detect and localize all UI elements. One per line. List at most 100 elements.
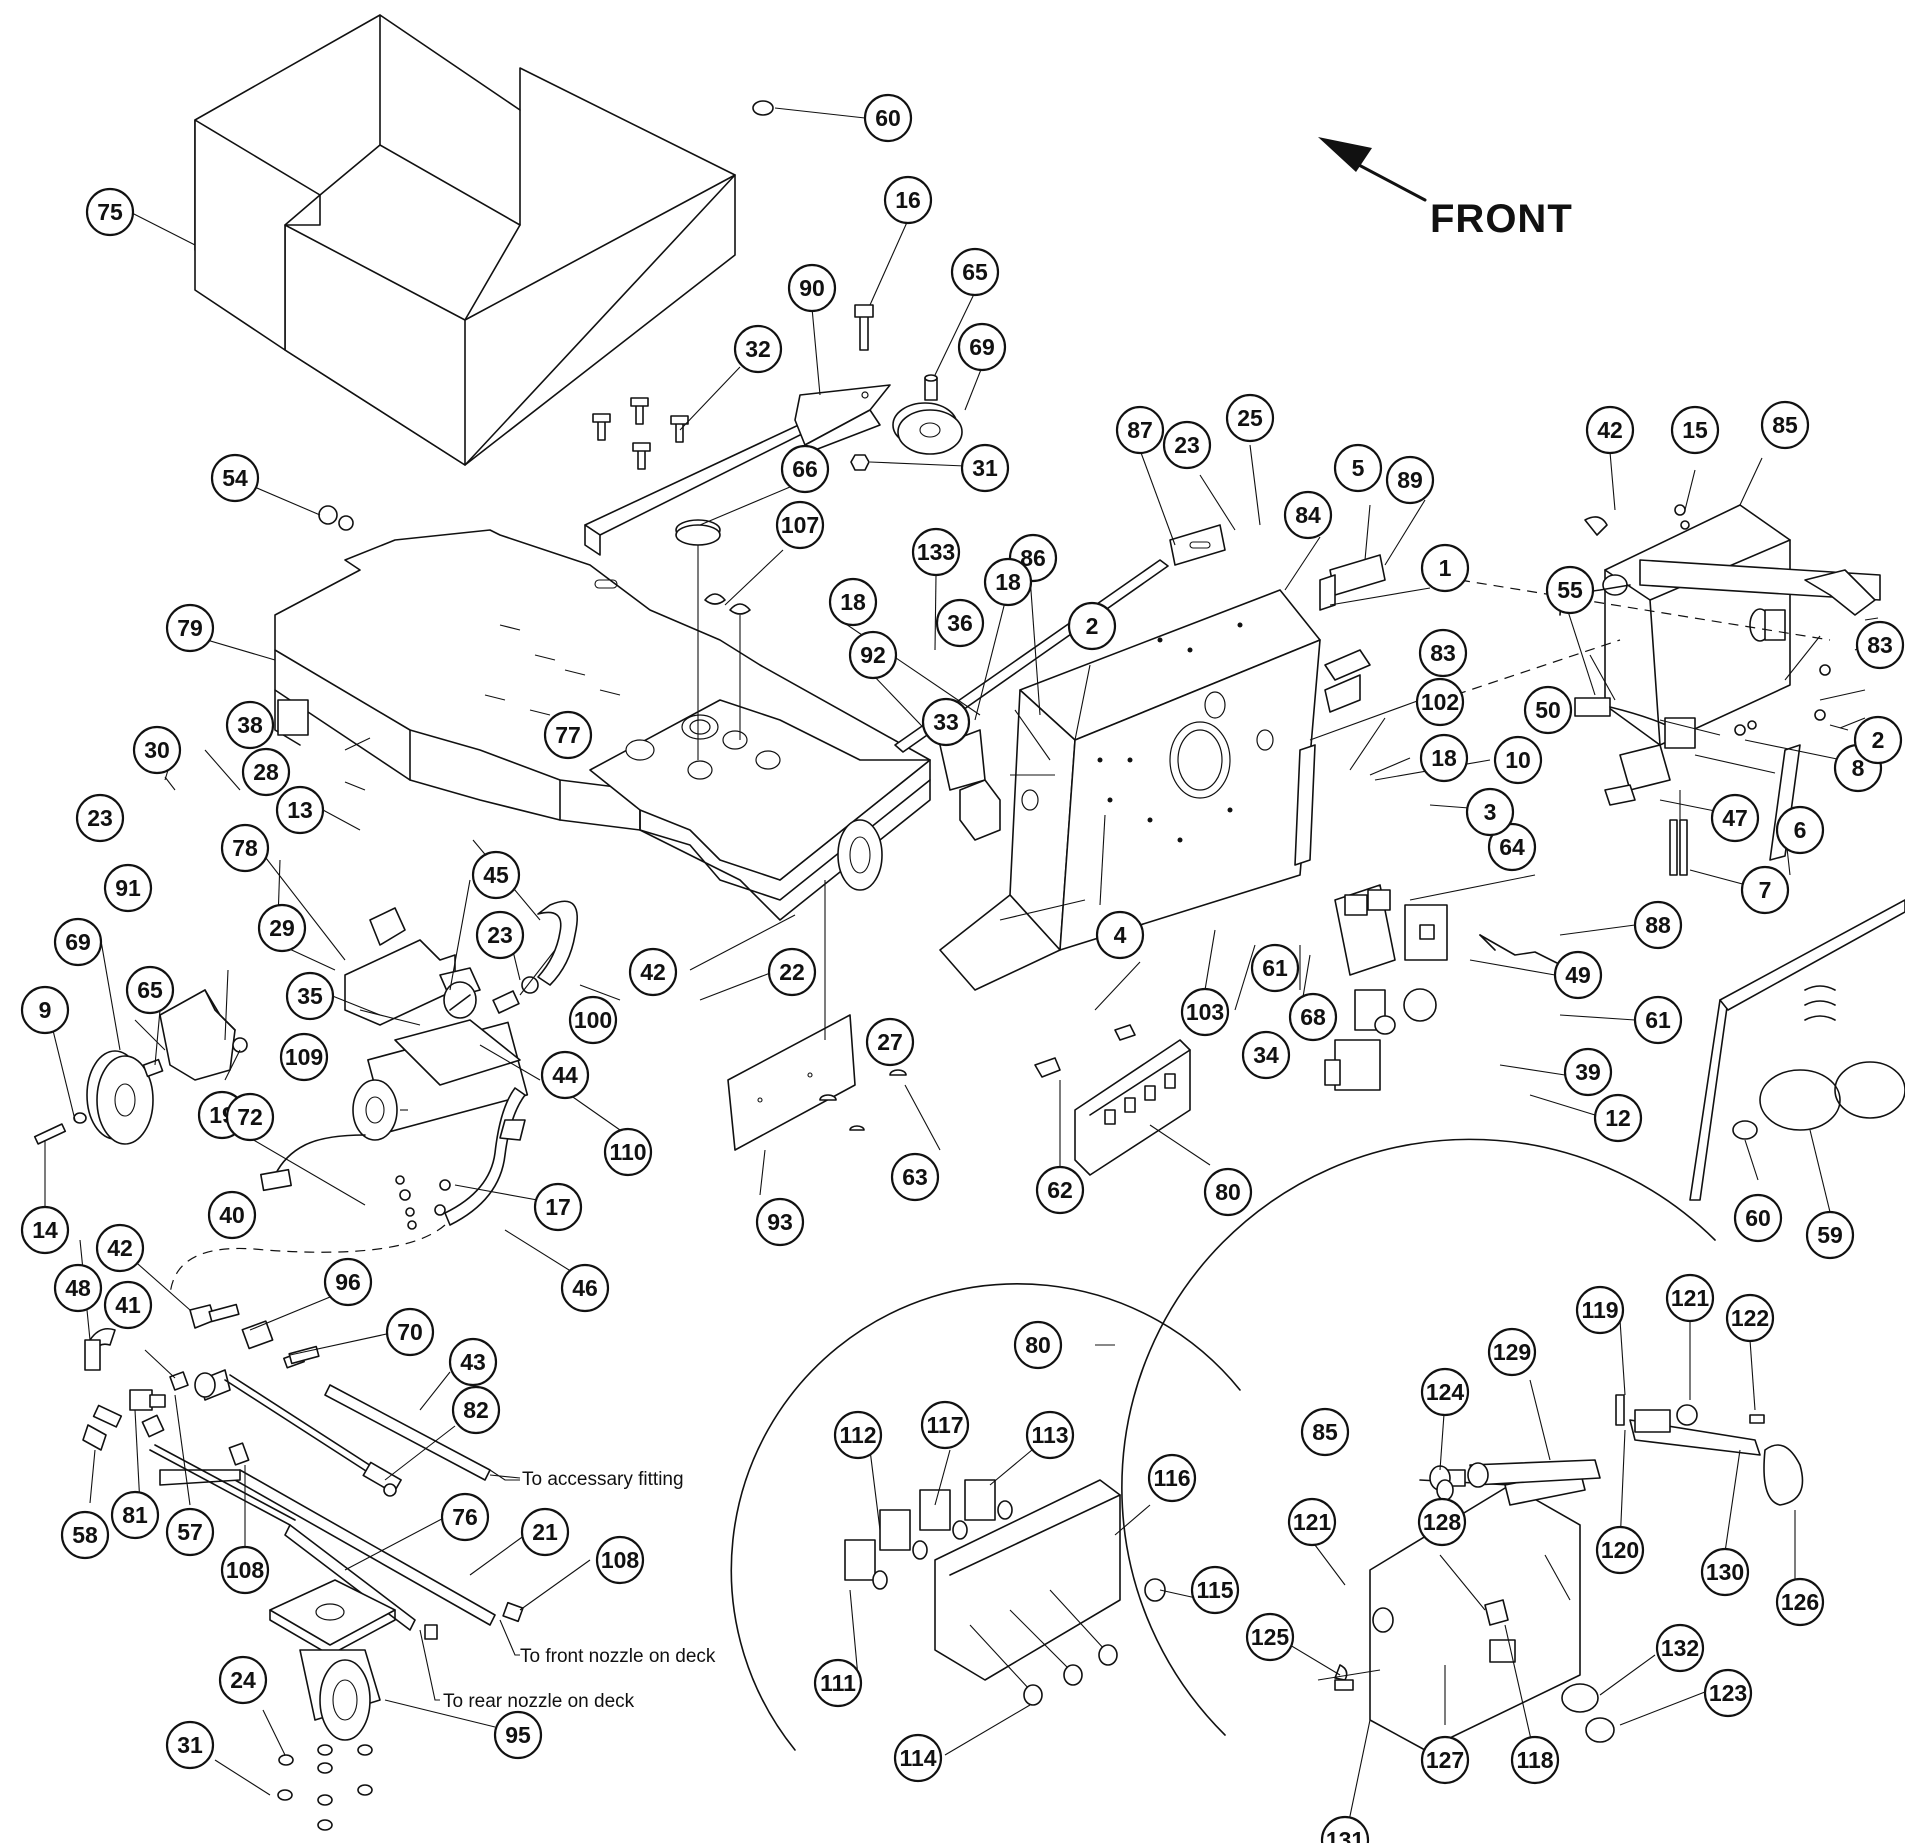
- callout: 96: [323, 1257, 373, 1307]
- svg-text:29: 29: [269, 915, 295, 941]
- svg-text:129: 129: [1493, 1339, 1531, 1365]
- callout: 27: [865, 1017, 915, 1067]
- svg-text:22: 22: [779, 959, 805, 985]
- callout: 15: [1670, 405, 1720, 455]
- svg-text:70: 70: [397, 1319, 423, 1345]
- callout: 80: [1013, 1320, 1063, 1370]
- callout: 46: [560, 1263, 610, 1313]
- svg-text:58: 58: [72, 1522, 98, 1548]
- callout: 95: [493, 1710, 543, 1760]
- svg-text:18: 18: [995, 569, 1021, 595]
- callout: 57: [165, 1507, 215, 1557]
- callout: 14: [20, 1205, 70, 1255]
- svg-text:57: 57: [177, 1519, 203, 1545]
- svg-text:5: 5: [1352, 455, 1365, 481]
- svg-text:69: 69: [65, 929, 91, 955]
- svg-text:39: 39: [1575, 1059, 1601, 1085]
- callout: 122: [1725, 1293, 1775, 1343]
- callout: 34: [1241, 1030, 1291, 1080]
- callout: 65: [125, 965, 175, 1015]
- callout: 107: [775, 500, 825, 550]
- svg-text:61: 61: [1262, 955, 1288, 981]
- callout: 6: [1775, 805, 1825, 855]
- svg-text:108: 108: [226, 1557, 265, 1583]
- callout: 60: [863, 93, 913, 143]
- svg-text:45: 45: [483, 862, 509, 888]
- callout: 72: [225, 1092, 275, 1142]
- callout: 40: [207, 1190, 257, 1240]
- callout: 103: [1180, 987, 1230, 1037]
- svg-text:111: 111: [820, 1670, 856, 1696]
- detail-view-85: [1120, 1138, 1804, 1751]
- callout: 116: [1147, 1453, 1197, 1503]
- callout: 78: [220, 823, 270, 873]
- callout: 129: [1487, 1327, 1537, 1377]
- svg-text:55: 55: [1557, 577, 1583, 603]
- svg-text:18: 18: [840, 589, 866, 615]
- svg-text:84: 84: [1295, 502, 1321, 528]
- svg-text:125: 125: [1251, 1624, 1290, 1650]
- svg-text:16: 16: [895, 187, 921, 213]
- svg-text:63: 63: [902, 1164, 928, 1190]
- callout: 28: [241, 747, 291, 797]
- callout: 84: [1283, 490, 1333, 540]
- callout: 17: [533, 1182, 583, 1232]
- note-rear-nozzle: To rear nozzle on deck: [443, 1691, 635, 1712]
- callout: 59: [1805, 1210, 1855, 1260]
- callout: 35: [285, 971, 335, 1021]
- svg-text:17: 17: [545, 1194, 571, 1220]
- svg-text:8: 8: [1852, 755, 1865, 781]
- svg-text:12: 12: [1605, 1105, 1631, 1131]
- svg-text:89: 89: [1397, 467, 1423, 493]
- callout: 91: [103, 863, 153, 913]
- svg-text:75: 75: [97, 199, 123, 225]
- svg-text:123: 123: [1709, 1680, 1747, 1706]
- chassis-frame: [274, 529, 986, 921]
- callout: 128: [1417, 1497, 1467, 1547]
- callout: 100: [568, 995, 618, 1045]
- svg-text:130: 130: [1706, 1559, 1744, 1585]
- callout: 50: [1523, 685, 1573, 735]
- svg-text:112: 112: [839, 1422, 876, 1448]
- svg-text:117: 117: [926, 1412, 963, 1438]
- callout: 82: [451, 1385, 501, 1435]
- svg-text:13: 13: [287, 797, 313, 823]
- callout: 123: [1703, 1668, 1753, 1718]
- svg-text:126: 126: [1781, 1589, 1819, 1615]
- callout: 92: [848, 630, 898, 680]
- svg-text:10: 10: [1505, 747, 1531, 773]
- callout: 108: [220, 1545, 270, 1595]
- svg-text:128: 128: [1423, 1509, 1462, 1535]
- callout: 33: [921, 697, 971, 747]
- callout: 87: [1115, 405, 1165, 455]
- svg-text:109: 109: [285, 1044, 323, 1070]
- svg-text:61: 61: [1645, 1007, 1671, 1033]
- svg-text:44: 44: [552, 1062, 578, 1088]
- svg-text:60: 60: [875, 105, 901, 131]
- callout: 16: [883, 175, 933, 225]
- svg-text:38: 38: [237, 712, 263, 738]
- callout: 32: [733, 324, 783, 374]
- svg-text:91: 91: [115, 875, 141, 901]
- callout: 7: [1740, 865, 1790, 915]
- callout: 55: [1545, 565, 1595, 615]
- svg-text:23: 23: [487, 922, 513, 948]
- winch-assembly: [1439, 504, 1881, 876]
- svg-text:68: 68: [1300, 1004, 1326, 1030]
- svg-text:49: 49: [1565, 962, 1591, 988]
- svg-text:113: 113: [1031, 1422, 1068, 1448]
- callout: 70: [385, 1307, 435, 1357]
- svg-text:4: 4: [1114, 922, 1127, 948]
- svg-text:80: 80: [1215, 1179, 1241, 1205]
- svg-text:27: 27: [877, 1029, 903, 1055]
- svg-text:42: 42: [107, 1235, 133, 1261]
- svg-text:35: 35: [297, 983, 323, 1009]
- cover-plate: [727, 880, 907, 1151]
- svg-text:15: 15: [1682, 417, 1708, 443]
- svg-text:92: 92: [860, 642, 886, 668]
- callout: 110: [603, 1127, 653, 1177]
- callout: 81: [110, 1490, 160, 1540]
- callout: 62: [1035, 1165, 1085, 1215]
- callout: 124: [1420, 1367, 1470, 1417]
